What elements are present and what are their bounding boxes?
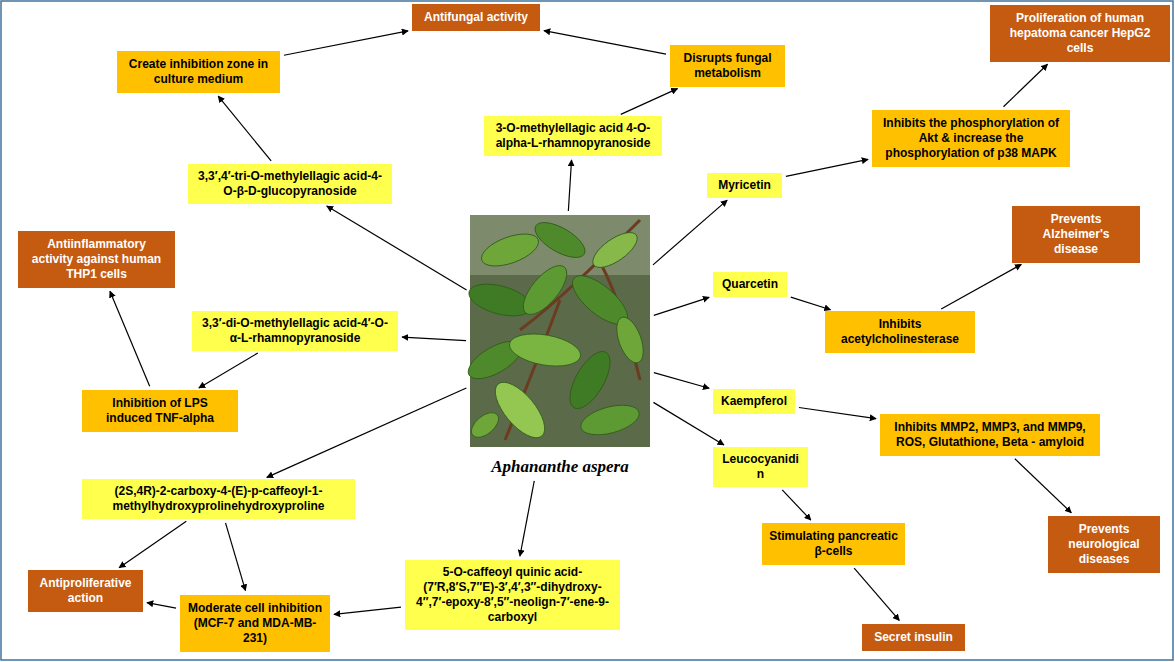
node-text: Prevents neurological diseases (1056, 522, 1152, 567)
arrow-connector (653, 200, 727, 265)
plant-photo (463, 215, 650, 447)
compound-box: 3,3′-di-O-methylellagic acid-4′-O-α-L-rh… (192, 311, 398, 351)
compound-box: 5-O-caffeoyl quinic acid-(7′R,8′S,7″E)-3… (405, 560, 620, 630)
node-text: Quarcetin (722, 277, 778, 292)
node-text: 3-O-methylellagic acid 4-O-alpha-L-rhamn… (490, 121, 656, 151)
compound-box: (2S,4R)-2-carboxy-4-(E)-p-caffeoyl-1-met… (82, 479, 355, 519)
arrow-connector (799, 407, 876, 418)
node-text: Inhibits acetylcholinesterase (832, 317, 968, 347)
node-text: Kaempferol (721, 394, 787, 409)
outcome-box: Antifungal activity (412, 4, 540, 31)
outcome-box: Antiproliferative action (28, 570, 143, 612)
arrow-connector (791, 297, 831, 310)
mechanism-box: Create inhibition zone in culture medium (117, 51, 280, 93)
compound-box: Leucocyanidin (713, 447, 808, 487)
arrow-connector (334, 607, 401, 614)
arrow-connector (786, 159, 868, 176)
mechanism-box: Stimulating pancreatic β-cells (762, 523, 905, 565)
plant-node: Aphananthe aspera (470, 215, 650, 477)
compound-box: Quarcetin (713, 272, 787, 297)
compound-box: 3-O-methylellagic acid 4-O-alpha-L-rhamn… (484, 116, 662, 156)
arrow-connector (520, 481, 534, 556)
arrow-connector (147, 603, 176, 609)
arrow-connector (284, 31, 408, 55)
mechanism-box: Disrupts fungal metabolism (670, 45, 785, 87)
node-text: Antifungal activity (424, 10, 528, 25)
node-text: Moderate cell inhibition (MCF-7 and MDA-… (187, 601, 323, 646)
arrow-connector (1015, 459, 1071, 513)
species-caption: Aphananthe aspera (488, 456, 631, 477)
node-text: Disrupts fungal metabolism (677, 51, 778, 81)
arrow-connector (654, 297, 709, 315)
arrow-connector (402, 337, 466, 341)
node-text: Proliferation of human hepatoma cancer H… (998, 11, 1162, 56)
node-text: Create inhibition zone in culture medium (124, 57, 273, 87)
arrow-connector (110, 291, 150, 386)
node-text: Inhibits MMP2, MMP3, and MMP9, ROS, Glut… (887, 420, 1093, 450)
node-text: Prevents Alzheimer's disease (1020, 212, 1132, 257)
outcome-box: Prevents neurological diseases (1048, 516, 1160, 573)
arrow-connector (327, 206, 467, 290)
node-text: Secret insulin (874, 630, 953, 645)
arrow-connector (1003, 64, 1047, 106)
arrow-connector (119, 521, 186, 567)
mechanism-box: Inhibits the phosphorylation of Akt & in… (872, 110, 1070, 167)
arrow-connector (218, 96, 271, 161)
arrow-connector (782, 490, 811, 520)
node-text: Leucocyanidin (719, 452, 802, 482)
outcome-box: Antiinflammatory activity against human … (18, 231, 175, 288)
node-text: Antiinflammatory activity against human … (26, 237, 167, 282)
arrow-connector (267, 388, 467, 477)
arrow-connector (199, 353, 258, 388)
photo-ground (470, 215, 650, 447)
mechanism-box: Inhibits MMP2, MMP3, and MMP9, ROS, Glut… (880, 414, 1100, 456)
node-text: Inhibition of LPS induced TNF-alpha (89, 396, 231, 426)
arrow-connector (854, 568, 899, 620)
leaves (463, 216, 649, 446)
compound-box: Myricetin (707, 173, 782, 198)
compound-box: Kaempferol (713, 389, 795, 414)
arrow-connector (621, 89, 678, 115)
mechanism-box: Inhibits acetylcholinesterase (825, 311, 975, 353)
arrow-connector (544, 31, 666, 55)
node-text: Inhibits the phosphorylation of Akt & in… (879, 116, 1063, 161)
node-text: 3,3′-di-O-methylellagic acid-4′-O-α-L-rh… (198, 316, 392, 346)
arrow-connector (226, 523, 246, 591)
arrow-connector (654, 373, 709, 389)
arrow-connector (568, 160, 571, 211)
compound-box: 3,3′,4′-tri-O-methylellagic acid-4-O-β-D… (188, 164, 392, 204)
arrow-connector (941, 264, 1021, 309)
outcome-box: Secret insulin (862, 624, 965, 651)
node-text: Antiproliferative action (36, 576, 135, 606)
outcome-box: Prevents Alzheimer's disease (1012, 206, 1140, 263)
mechanism-box: Moderate cell inhibition (MCF-7 and MDA-… (180, 595, 330, 652)
node-text: 3,3′,4′-tri-O-methylellagic acid-4-O-β-D… (194, 169, 386, 199)
node-text: Myricetin (718, 178, 771, 193)
node-text: 5-O-caffeoyl quinic acid-(7′R,8′S,7″E)-3… (411, 565, 614, 625)
outcome-box: Proliferation of human hepatoma cancer H… (990, 5, 1170, 62)
mechanism-box: Inhibition of LPS induced TNF-alpha (82, 390, 238, 432)
node-text: (2S,4R)-2-carboxy-4-(E)-p-caffeoyl-1-met… (88, 484, 349, 514)
node-text: Stimulating pancreatic β-cells (769, 529, 898, 559)
